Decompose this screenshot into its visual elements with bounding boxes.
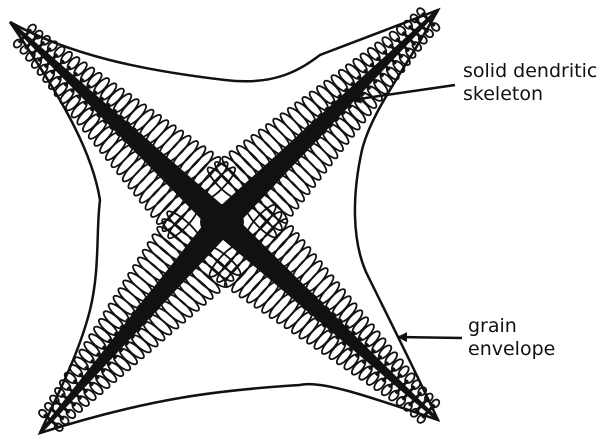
envelope-label-line1: grain (468, 315, 555, 338)
dendrite-core (200, 204, 244, 240)
skeleton-label-line1: solid dendritic (463, 60, 597, 83)
grain-envelope-label: grain envelope (468, 315, 555, 361)
envelope-pointer-arrow (398, 337, 462, 338)
solid-dendritic-skeleton-label: solid dendritic skeleton (463, 60, 597, 106)
skeleton-label-line2: skeleton (463, 83, 597, 106)
envelope-label-line2: envelope (468, 338, 555, 361)
